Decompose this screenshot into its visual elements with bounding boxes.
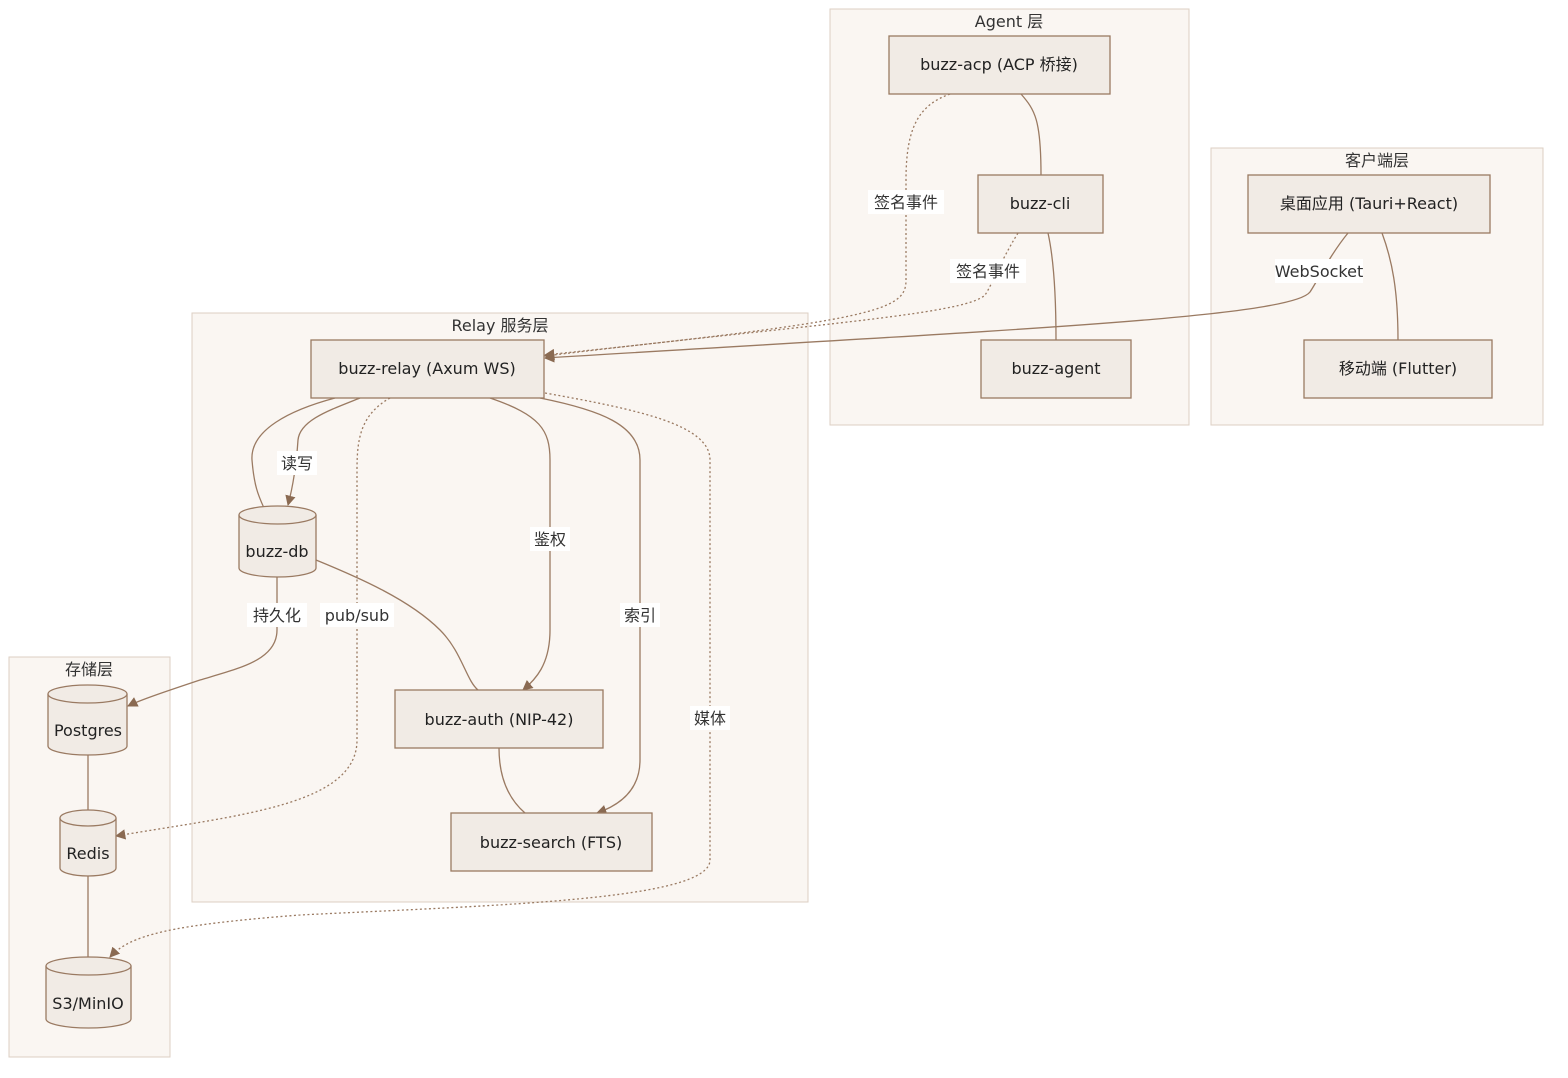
svg-text:签名事件: 签名事件 [874, 193, 938, 212]
node-buzz-db[interactable]: buzz-db [238, 505, 317, 578]
svg-text:buzz-relay (Axum WS): buzz-relay (Axum WS) [338, 359, 515, 378]
node-s3-minio[interactable]: S3/MinIO [45, 956, 132, 1029]
edge-relay-db [251, 397, 336, 509]
edge-cli-agent [1047, 232, 1057, 341]
svg-text:buzz-cli: buzz-cli [1010, 194, 1071, 213]
svg-text:桌面应用 (Tauri+React): 桌面应用 (Tauri+React) [1280, 194, 1458, 213]
edge-acp-sign [543, 93, 951, 360]
svg-text:鉴权: 鉴权 [534, 530, 566, 549]
edge-pubsub [114, 397, 391, 840]
svg-text:索引: 索引 [624, 606, 656, 625]
svg-text:Postgres: Postgres [54, 721, 122, 740]
node-postgres[interactable]: Postgres [47, 684, 128, 756]
svg-text:移动端 (Flutter): 移动端 (Flutter) [1339, 359, 1457, 378]
edge-auth-search [498, 747, 526, 814]
edge-label-index: 索引 [620, 603, 660, 627]
svg-text:buzz-db: buzz-db [245, 542, 308, 561]
node-buzz-auth[interactable]: buzz-auth (NIP-42) [394, 689, 604, 749]
svg-text:buzz-acp (ACP 桥接): buzz-acp (ACP 桥接) [920, 55, 1078, 74]
node-buzz-relay[interactable]: buzz-relay (Axum WS) [310, 339, 545, 399]
cluster-relay-label: Relay 服务层 [451, 316, 548, 335]
node-buzz-acp[interactable]: buzz-acp (ACP 桥接) [888, 35, 1111, 95]
cluster-storage-label: 存储层 [65, 660, 113, 679]
edge-label-media: 媒体 [690, 706, 730, 730]
edge-desktop-mobile [1381, 232, 1399, 341]
edge-label-readwrite: 读写 [277, 451, 317, 475]
node-buzz-search[interactable]: buzz-search (FTS) [450, 812, 653, 872]
node-buzz-cli[interactable]: buzz-cli [977, 174, 1104, 234]
edge-label-pubsub: pub/sub [320, 603, 394, 627]
edge-media [109, 392, 711, 958]
svg-text:签名事件: 签名事件 [956, 262, 1020, 281]
svg-text:Redis: Redis [66, 844, 109, 863]
edge-auth [489, 397, 551, 691]
edge-index [539, 397, 641, 815]
svg-text:buzz-agent: buzz-agent [1011, 359, 1100, 378]
edge-label-persist: 持久化 [247, 603, 307, 627]
svg-text:媒体: 媒体 [694, 709, 726, 728]
svg-text:buzz-auth (NIP-42): buzz-auth (NIP-42) [425, 710, 574, 729]
cluster-client-label: 客户端层 [1345, 151, 1409, 170]
edge-readwrite [285, 397, 361, 507]
edge-label-acp-sign: 签名事件 [868, 190, 944, 214]
svg-text:buzz-search (FTS): buzz-search (FTS) [480, 833, 622, 852]
cluster-agent-label: Agent 层 [975, 12, 1043, 31]
svg-text:持久化: 持久化 [253, 606, 301, 625]
edge-persist [127, 577, 278, 707]
edge-label-auth: 鉴权 [530, 527, 570, 551]
svg-text:S3/MinIO: S3/MinIO [52, 994, 123, 1013]
edge-label-cli-sign: 签名事件 [950, 259, 1026, 283]
edge-label-websocket: WebSocket [1275, 259, 1363, 283]
node-buzz-agent[interactable]: buzz-agent [980, 339, 1132, 399]
svg-text:WebSocket: WebSocket [1275, 262, 1363, 281]
svg-text:读写: 读写 [281, 454, 313, 473]
node-mobile-app[interactable]: 移动端 (Flutter) [1303, 339, 1493, 399]
edge-acp-cli [1020, 93, 1042, 176]
node-desktop-app[interactable]: 桌面应用 (Tauri+React) [1247, 174, 1491, 234]
node-redis[interactable]: Redis [59, 809, 117, 877]
edge-db-auth [315, 559, 479, 691]
svg-text:pub/sub: pub/sub [325, 606, 389, 625]
